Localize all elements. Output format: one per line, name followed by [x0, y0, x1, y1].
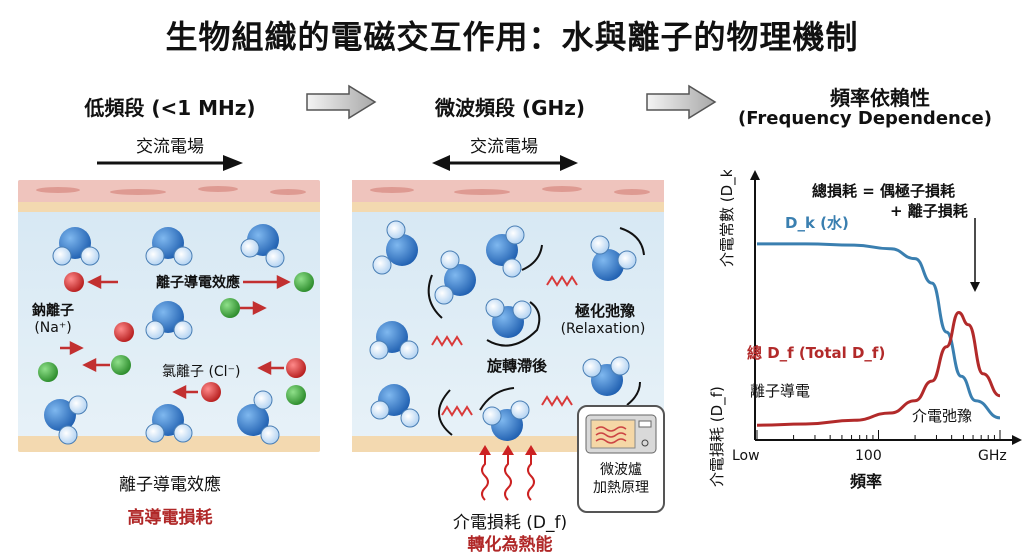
microwave-heading: 微波頻段 (GHz)	[434, 96, 586, 120]
water-molecule	[372, 220, 418, 275]
chloride-ion	[38, 362, 58, 382]
x-tick-label: Low	[732, 448, 760, 464]
df-series-line	[756, 310, 1001, 427]
rotation-lag-label: 旋轉滯後	[486, 357, 547, 375]
water-molecule	[582, 356, 630, 396]
sodium-ion	[201, 382, 221, 402]
water-molecule	[237, 390, 280, 445]
microwave-oven-line2: 加熱原理	[593, 480, 649, 496]
field-bidirectional-arrow-icon	[432, 155, 578, 171]
chloride-ion-label: 氯離子 (Cl⁻)	[162, 364, 241, 380]
ionic-effect-label: 離子導電效應	[156, 275, 240, 291]
sodium-ion-symbol: (Na⁺)	[34, 320, 72, 336]
chloride-ion	[111, 355, 131, 375]
y-axis	[750, 170, 760, 440]
total-loss-annotation-2: + 離子損耗	[890, 202, 968, 220]
low-field-label: 交流電場	[136, 137, 204, 157]
dk-series-line	[757, 242, 1001, 420]
x-tick-label: GHz	[978, 448, 1007, 464]
dielectric-relaxation-label: 介電弛豫	[912, 407, 973, 425]
microwave-heat-caption: 轉化為熱能	[467, 535, 553, 555]
water-molecule	[590, 235, 637, 281]
chloride-ion	[294, 272, 314, 292]
rotation-arrows	[427, 227, 645, 436]
ionic-conduction-label: 離子導電	[750, 382, 811, 400]
x-axis	[755, 435, 1022, 445]
relaxation-en-label: (Relaxation)	[560, 321, 646, 337]
microwave-field-label: 交流電場	[470, 137, 538, 157]
frequency-heading: 頻率依賴性	[830, 86, 930, 110]
x-axis-label: 頻率	[850, 472, 883, 491]
microwave-caption: 介電損耗 (D_f)	[452, 513, 568, 533]
water-molecule	[485, 298, 532, 338]
water-molecule	[486, 225, 525, 278]
low-frequency-particles	[38, 224, 314, 445]
ion-motion-arrows	[60, 274, 291, 400]
y-label-df: 介電損耗 (D_f)	[708, 386, 727, 487]
y-label-dk: 介電常數 (D_k)	[718, 170, 737, 267]
low-frequency-caption: 離子導電效應	[119, 475, 221, 495]
next-arrow-icon	[646, 84, 717, 120]
x-tick-label: 100	[855, 448, 882, 464]
water-molecule	[369, 321, 419, 360]
water-molecule	[145, 227, 193, 266]
frequency-dependence-chart: 介電常數 (D_k) 介電損耗 (D_f)	[708, 170, 1022, 487]
sodium-ion	[64, 272, 84, 292]
chloride-ion	[286, 385, 306, 405]
low-frequency-heading: 低頻段 (<1 MHz)	[84, 96, 256, 120]
sodium-ion	[114, 322, 134, 342]
water-molecule	[240, 224, 285, 268]
water-molecule	[145, 404, 193, 443]
field-right-arrow-icon	[97, 155, 243, 171]
dk-legend-label: D_k (水)	[785, 214, 849, 232]
water-molecule	[52, 227, 100, 266]
water-molecule	[370, 384, 420, 428]
next-arrow-icon	[306, 84, 377, 120]
water-molecule	[482, 400, 530, 441]
df-legend-label: 總 D_f (Total D_f)	[747, 344, 886, 362]
water-molecule	[145, 301, 193, 340]
chloride-ion	[220, 298, 240, 318]
sodium-ion	[286, 358, 306, 378]
microwave-oven-line1: 微波爐	[600, 462, 642, 478]
page-title: 生物組織的電磁交互作用：水與離子的物理機制	[165, 18, 859, 56]
total-loss-annotation-1: 總損耗 = 偶極子損耗	[812, 182, 956, 200]
low-frequency-loss-caption: 高導電損耗	[127, 508, 213, 528]
sodium-ion-label: 鈉離子	[32, 303, 74, 319]
heat-wave-icons	[431, 275, 578, 417]
frequency-subheading: (Frequency Dependence)	[738, 108, 992, 129]
heat-rising-arrows-icon	[479, 445, 537, 501]
water-molecule	[434, 250, 476, 305]
microwave-oven-card: 微波爐 加熱原理	[577, 405, 665, 513]
water-molecule	[44, 395, 88, 445]
microwave-oven-icon	[585, 414, 657, 454]
relaxation-label: 極化弛豫	[574, 302, 635, 320]
annotation-arrowhead	[970, 282, 980, 292]
